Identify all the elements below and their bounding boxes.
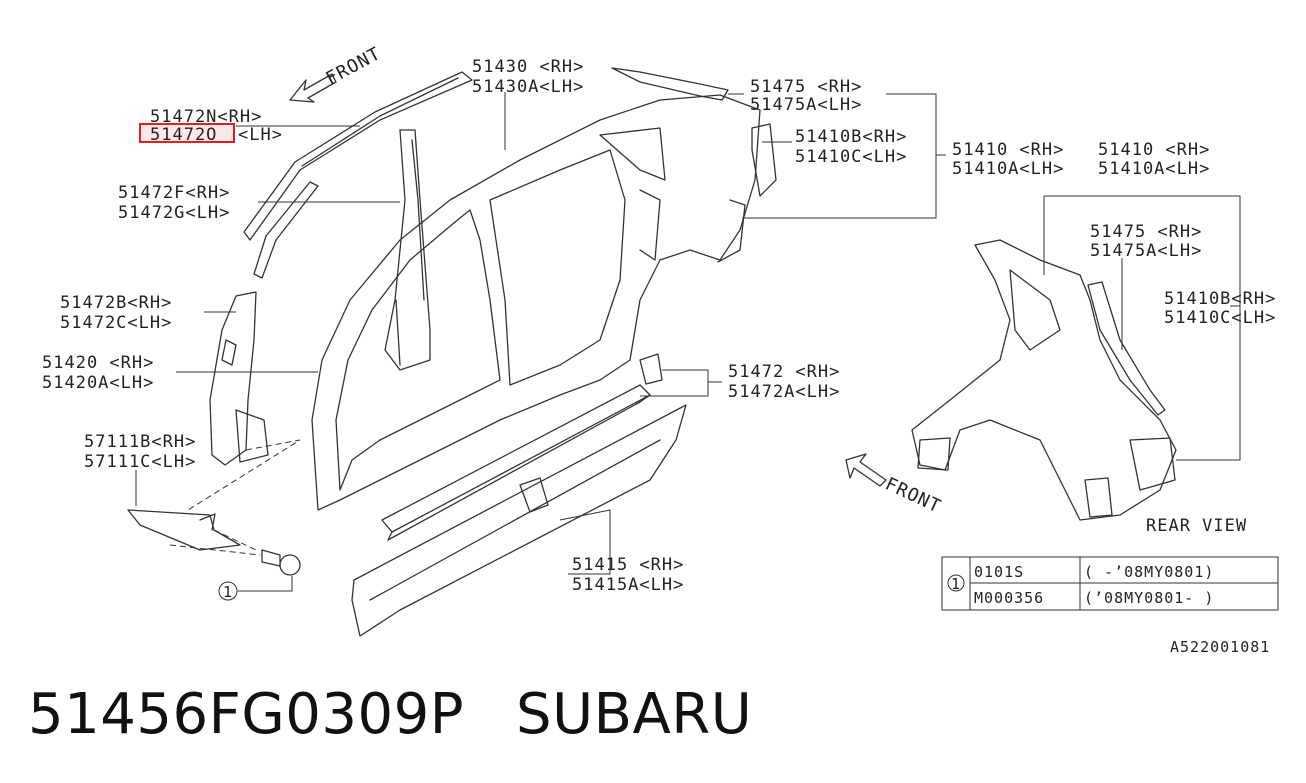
callout-51430a[interactable]: 51430A<LH> (472, 77, 584, 97)
footer-caption: 51456FG0309P SUBARU (28, 682, 804, 747)
callout-51472n[interactable]: 51472N<RH> (150, 107, 262, 127)
bracket-dash-guide (169, 439, 301, 556)
callout-51410c[interactable]: 51410C<LH> (795, 147, 907, 167)
front-label-top: FRONT (322, 43, 384, 89)
footer-brand: SUBARU (516, 682, 753, 747)
callout-51415[interactable]: 51415 <RH> (572, 555, 684, 575)
table-range-1: (’08MY0801- ) (1084, 589, 1214, 607)
inner-strip[interactable] (253, 181, 319, 279)
callout-51475a[interactable]: 51475A<LH> (750, 95, 862, 115)
callout-51472b[interactable]: 51472B<RH> (60, 293, 172, 313)
callout-51472o-lh: <LH> (238, 125, 283, 145)
bolt-ref-number: 1 (223, 583, 233, 601)
side-body-panel[interactable] (311, 94, 761, 511)
table-ref-number: 1 (951, 575, 961, 593)
callout-rear-51475[interactable]: 51475 <RH> (1090, 222, 1202, 242)
rocker-sill[interactable] (381, 353, 663, 541)
callout-51472a[interactable]: 51472A<LH> (728, 382, 840, 402)
callout-51430[interactable]: 51430 <RH> (472, 57, 584, 77)
bolt-ref-circle (218, 581, 238, 601)
callout-51420[interactable]: 51420 <RH> (42, 353, 154, 373)
outer-rocker-panel[interactable] (351, 404, 687, 637)
roof-rail-strip[interactable] (243, 71, 473, 241)
callout-51472g[interactable]: 51472G<LH> (118, 203, 230, 223)
front-arrow-rear-icon (845, 453, 887, 487)
callout-51410[interactable]: 51410 <RH> (952, 140, 1064, 160)
callout-rear-51410a[interactable]: 51410A<LH> (1098, 159, 1210, 179)
table-part-1[interactable]: M000356 (974, 589, 1044, 607)
leader-lines (135, 92, 1241, 575)
front-arrow-icon (289, 73, 337, 103)
fastener-table (941, 556, 1279, 611)
callout-51472[interactable]: 51472 <RH> (728, 362, 840, 382)
callout-51472c[interactable]: 51472C<LH> (60, 313, 172, 333)
callout-51410b[interactable]: 51410B<RH> (795, 127, 907, 147)
rear-view-label: REAR VIEW (1146, 516, 1247, 536)
callout-51420a[interactable]: 51420A<LH> (42, 373, 154, 393)
callout-57111b[interactable]: 57111B<RH> (84, 432, 196, 452)
callout-rear-51410[interactable]: 51410 <RH> (1098, 140, 1210, 160)
callout-51472f[interactable]: 51472F<RH> (118, 183, 230, 203)
roof-gutter-strip[interactable] (611, 67, 729, 101)
front-label-rear: FRONT (882, 473, 945, 517)
callout-51472o[interactable]: 51472O (150, 125, 217, 145)
rear-quarter-panel[interactable] (911, 239, 1177, 521)
callout-rear-51475a[interactable]: 51475A<LH> (1090, 241, 1202, 261)
callout-rear-51410b[interactable]: 51410B<RH> (1164, 289, 1276, 309)
callout-51475[interactable]: 51475 <RH> (750, 77, 862, 97)
a-pillar-lower[interactable] (209, 291, 269, 466)
bolt-leader (238, 576, 293, 592)
part-highlight (139, 123, 235, 143)
diagram-code: A522001081 (1170, 638, 1270, 656)
table-range-0: ( -’08MY0801) (1084, 563, 1214, 581)
bolt-icon[interactable] (261, 549, 301, 576)
parts-diagram: FRONT (42, 43, 1279, 656)
table-part-0[interactable]: 0101S (974, 563, 1024, 581)
quarter-inner-brace[interactable] (751, 123, 777, 197)
bracket[interactable] (127, 509, 241, 551)
callout-rear-51410c[interactable]: 51410C<LH> (1164, 308, 1276, 328)
callout-51410a[interactable]: 51410A<LH> (952, 159, 1064, 179)
callout-51415a[interactable]: 51415A<LH> (572, 575, 684, 595)
footer-part-number: 51456FG0309P (28, 682, 465, 747)
callout-57111c[interactable]: 57111C<LH> (84, 452, 196, 472)
